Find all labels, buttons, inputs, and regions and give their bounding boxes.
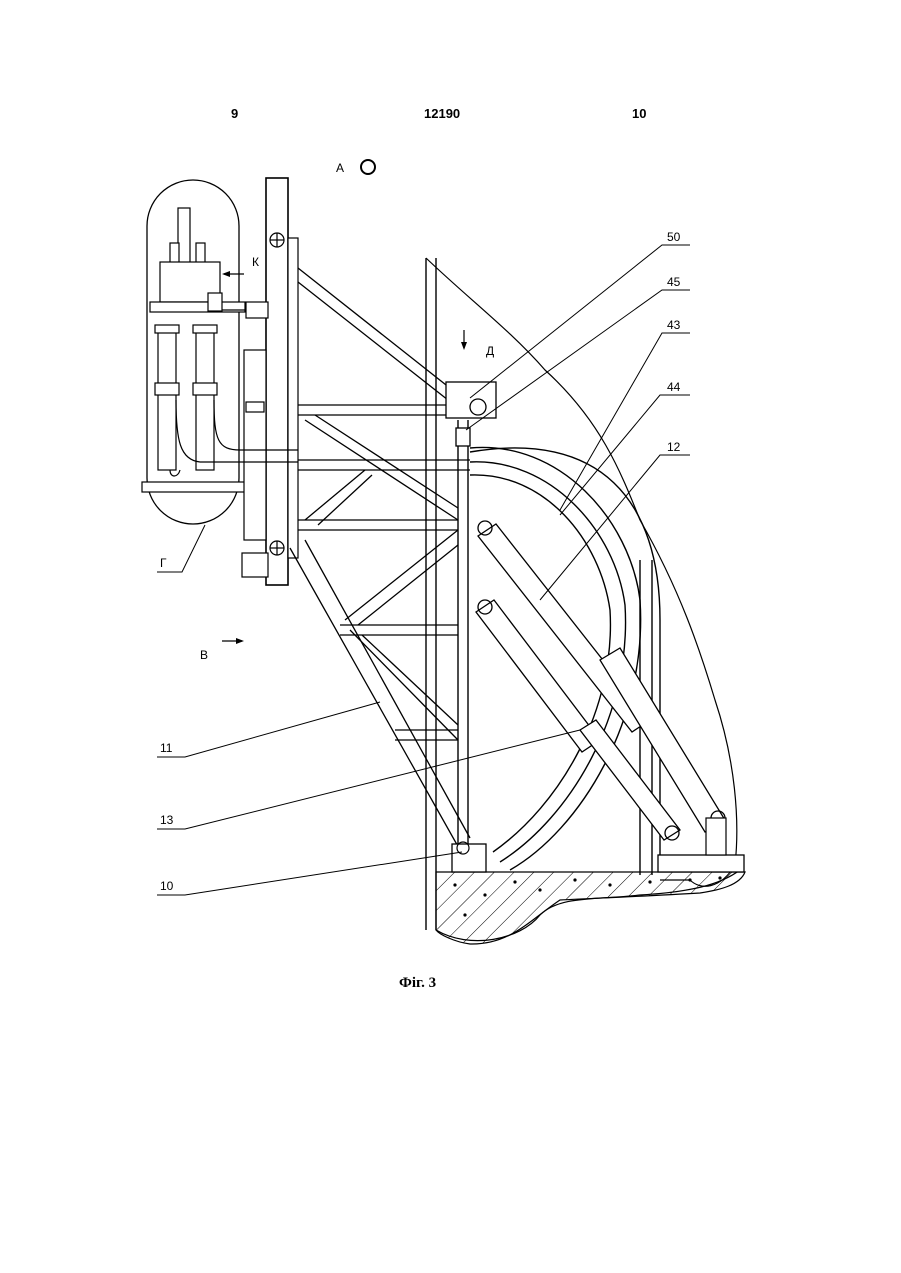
ref-44: 44: [667, 380, 681, 394]
right-base-plate: [658, 855, 744, 872]
view-g-label: Г: [160, 556, 167, 570]
clamp-nut: [456, 428, 470, 446]
curved-track: [470, 447, 660, 870]
ref-11: 11: [160, 741, 173, 755]
ref-45: 45: [667, 275, 681, 289]
view-v-arrowhead: [236, 638, 244, 644]
figure-caption: Фіг. 3: [399, 975, 436, 991]
view-d-label: Д: [486, 344, 494, 358]
ref-50: 50: [667, 230, 681, 244]
ref-13: 13: [160, 813, 174, 827]
truss: [290, 268, 470, 850]
view-a-symbol: [361, 160, 375, 174]
view-k-arrowhead: [222, 271, 230, 277]
detail-mechanism: [142, 208, 268, 577]
foundation: [436, 872, 745, 944]
clamp-block: [446, 382, 496, 418]
view-k-label: К: [252, 255, 259, 269]
ref-12: 12: [667, 440, 681, 454]
view-d-arrowhead: [461, 342, 467, 350]
plate-flange: [288, 238, 298, 558]
ref-10: 10: [160, 879, 174, 893]
view-v-label: В: [200, 648, 208, 662]
ref-43: 43: [667, 318, 681, 332]
cylinder-12: [478, 521, 725, 832]
right-bracket: [706, 818, 726, 855]
view-a-label: А: [336, 161, 344, 175]
